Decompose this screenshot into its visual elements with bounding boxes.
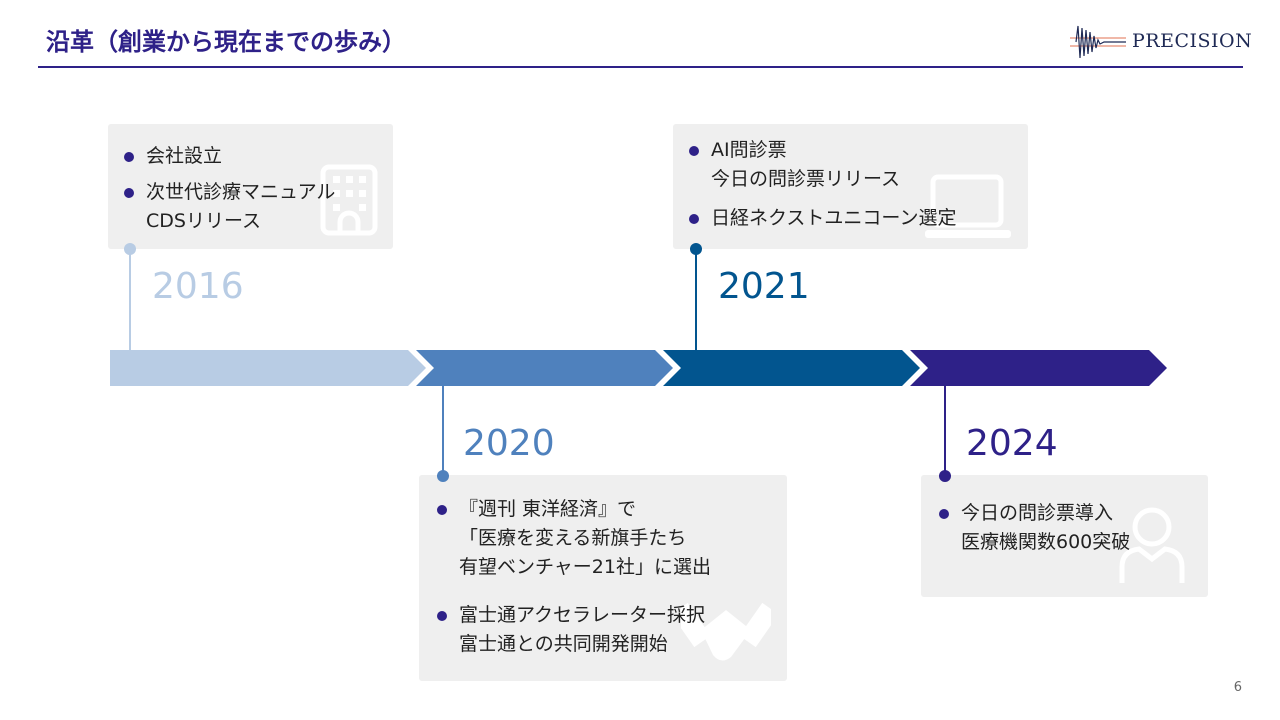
handshake-icon (681, 602, 771, 661)
segment-2020 (416, 350, 673, 386)
list-item: 今日の問診票導入医療機関数600突破 (939, 499, 1130, 557)
year-2021: 2021 (718, 266, 810, 307)
page-title: 沿革（創業から現在までの歩み） (46, 28, 406, 56)
building-icon (320, 164, 378, 236)
list-item: AI問診票今日の問診票リリース (689, 136, 900, 194)
waveform-logo-icon (1070, 25, 1126, 59)
list-item: 『週刊 東洋経済』で「医療を変える新旗手たち有望ベンチャー21社」に選出 (437, 495, 711, 582)
year-2020: 2020 (463, 423, 555, 464)
milestone-card-2024: 今日の問診票導入医療機関数600突破 (921, 475, 1208, 597)
segment-2016 (110, 350, 426, 386)
title-divider (38, 66, 1243, 68)
doctor-icon (1119, 507, 1185, 583)
year-2024: 2024 (966, 423, 1058, 464)
page-number: 6 (1233, 680, 1242, 695)
connector-2024 (944, 386, 946, 476)
segment-2024 (910, 350, 1167, 386)
milestone-card-2021: AI問診票今日の問診票リリース 日経ネクストユニコーン選定 (673, 124, 1028, 249)
list-item: 会社設立 (124, 142, 222, 171)
list-item: 富士通アクセラレーター採択富士通との共同開発開始 (437, 601, 705, 659)
laptop-icon (925, 174, 1011, 238)
timeline-dot-2020 (437, 470, 449, 482)
segment-2021 (663, 350, 920, 386)
connector-2021 (695, 249, 697, 350)
precision-logo: PRECISION (1070, 22, 1252, 62)
connector-2020 (442, 386, 444, 476)
list-item: 日経ネクストユニコーン選定 (689, 204, 956, 233)
year-2016: 2016 (152, 266, 244, 307)
connector-2016 (129, 249, 131, 350)
timeline-dot-2024 (939, 470, 951, 482)
logo-text: PRECISION (1132, 30, 1253, 52)
milestone-card-2020: 『週刊 東洋経済』で「医療を変える新旗手たち有望ベンチャー21社」に選出 富士通… (419, 475, 787, 681)
